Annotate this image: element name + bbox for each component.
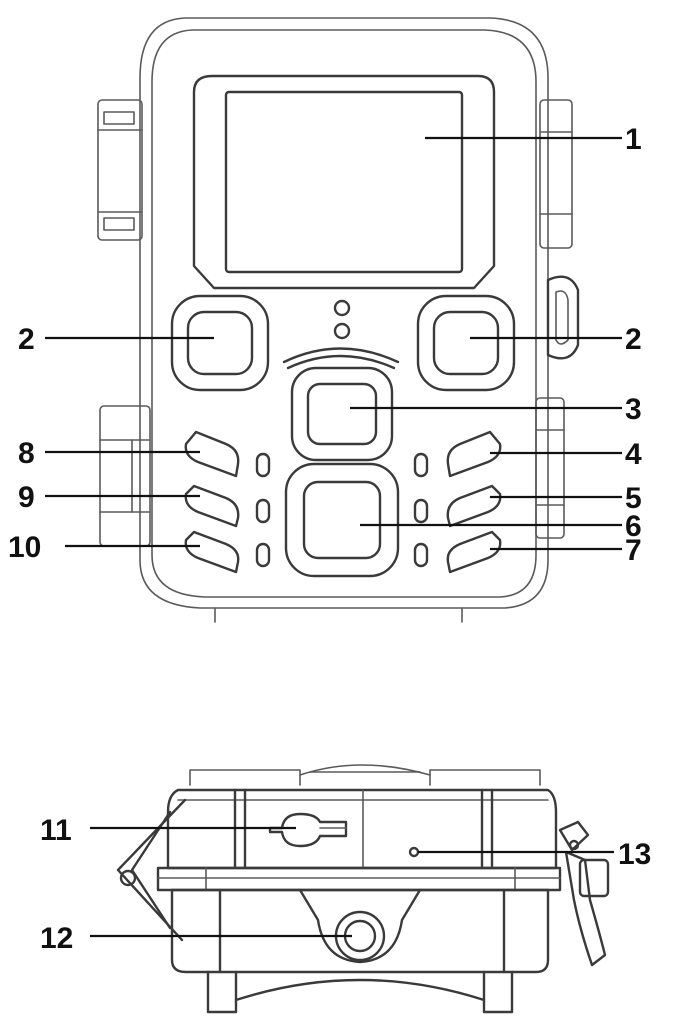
- hinge-arm-left-inner: [130, 810, 172, 930]
- sd-card-slot: [268, 812, 348, 848]
- callout-2-left: 2: [18, 323, 35, 356]
- bottom-lower-body: [170, 888, 550, 974]
- strap-clip-right: [539, 99, 573, 249]
- ir-led-left: [170, 294, 270, 392]
- strap-clip-left: [97, 99, 143, 241]
- strap-clip-left-lower: [99, 405, 151, 547]
- callout-5: 5: [625, 482, 642, 515]
- lock-loop-right: [546, 275, 580, 360]
- callout-7: 7: [625, 534, 642, 567]
- callout-4: 4: [625, 438, 642, 471]
- strap-clip-right-lower: [535, 397, 565, 539]
- foot-arch: [234, 978, 486, 1002]
- button-left-bottom: [184, 530, 240, 574]
- callout-6: 6: [625, 510, 642, 543]
- bottom-view: 11 12 13: [40, 764, 651, 1014]
- callout-3: 3: [625, 393, 642, 426]
- hinge-pin-left: [119, 869, 137, 887]
- front-view: 1 2 2 3 4 5 6 7 8 9 10: [8, 17, 642, 623]
- microphone: [408, 846, 420, 858]
- rim-left: [189, 769, 301, 786]
- button-right-bottom: [446, 530, 502, 574]
- callout-8: 8: [18, 437, 35, 470]
- button-left-middle: [184, 484, 240, 528]
- callout-10: 10: [8, 531, 41, 564]
- sensor-visor-inner: [286, 354, 396, 370]
- sensor-visor: [282, 347, 400, 364]
- foot-right: [482, 970, 514, 1014]
- indicator-slots: [255, 452, 429, 568]
- callout-11: 11: [40, 814, 72, 847]
- indicator-light-top: [333, 299, 351, 317]
- pir-sensor-upper: [290, 366, 394, 462]
- callout-12: 12: [40, 922, 73, 955]
- lens: [284, 462, 400, 578]
- rim-right: [429, 769, 541, 786]
- callout-1: 1: [625, 123, 642, 156]
- ir-led-right: [416, 294, 516, 392]
- foot-left: [206, 970, 238, 1014]
- tripod-socket: [298, 888, 422, 964]
- callout-2-right: 2: [625, 323, 642, 356]
- rim-center: [299, 764, 431, 776]
- callout-9: 9: [18, 481, 35, 514]
- housing-inner-outline: [151, 29, 537, 598]
- indicator-light-bottom: [333, 322, 351, 340]
- button-left-top: [184, 430, 240, 478]
- lid-band: [156, 866, 562, 892]
- housing-outline: [139, 17, 549, 609]
- lcd-screen: [192, 74, 496, 290]
- callout-13: 13: [618, 838, 651, 871]
- latch-right: [558, 820, 610, 967]
- button-right-top: [446, 430, 502, 478]
- button-right-middle: [446, 484, 502, 528]
